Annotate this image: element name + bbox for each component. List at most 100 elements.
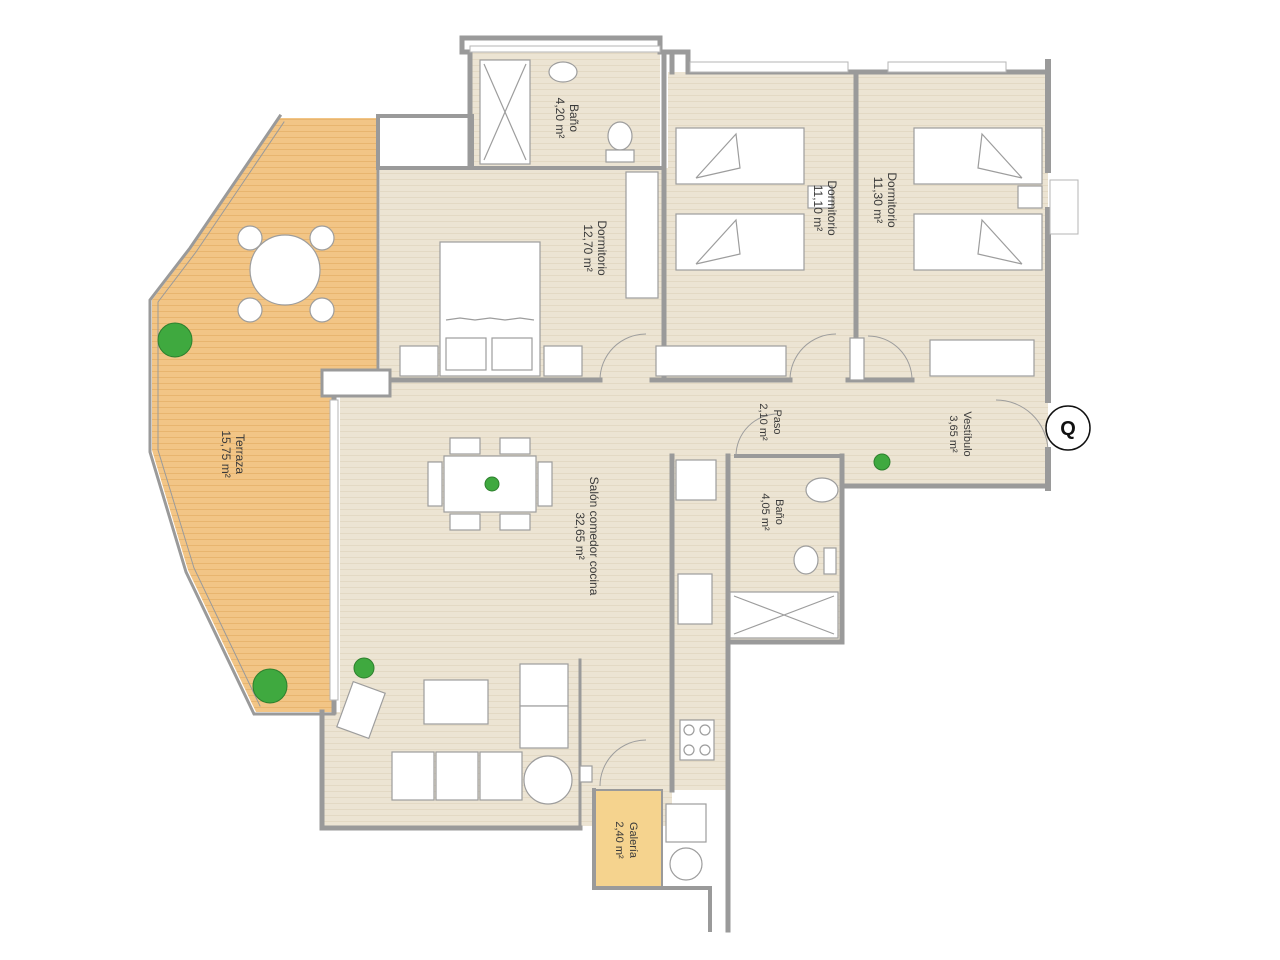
- windows: [329, 45, 1079, 701]
- burner-1: [683, 724, 695, 736]
- room-area: 3,65 m²: [947, 415, 959, 453]
- hall-floor: [340, 380, 1048, 456]
- plant-icon: [873, 453, 891, 471]
- furniture: [237, 59, 1043, 881]
- room-area: 15,75 m²: [219, 430, 233, 477]
- toilet-bath-2: [793, 545, 819, 575]
- window-living: [329, 399, 339, 701]
- nightstand-2: [807, 185, 833, 209]
- terrace-chair-3: [237, 297, 263, 323]
- coffee-table: [423, 679, 489, 725]
- terrace-wall: [148, 113, 336, 716]
- living-bottom-wall: [319, 709, 583, 831]
- plant-icon: [353, 657, 375, 679]
- ottoman: [523, 755, 573, 805]
- door-bedroom-2: [789, 333, 837, 381]
- dining-chair-2: [499, 437, 531, 455]
- pillow-right: [491, 337, 533, 371]
- plant-icon: [484, 476, 500, 492]
- toilet-tank-top: [605, 149, 635, 163]
- galeria-floor: [594, 790, 662, 886]
- toilet-tank-bath-2: [823, 547, 837, 575]
- room-area: 12,70 m²: [581, 224, 595, 271]
- vestibule-floor: [840, 456, 1048, 484]
- plants: [157, 322, 891, 704]
- window-bedroom-3: [887, 61, 1007, 73]
- label-bedroom-3: Dormitorio 11,30 m²: [871, 172, 899, 228]
- door-bath-2: [735, 413, 779, 457]
- entrance-symbol: Q: [1060, 418, 1076, 440]
- nightstand-left: [399, 345, 439, 377]
- room-area: 2,10 m²: [757, 403, 769, 441]
- sofa-seat-4: [435, 751, 479, 801]
- doors: [599, 333, 1049, 787]
- floor-areas: [152, 52, 1048, 886]
- room-name: Salón comedor cocina: [587, 477, 601, 596]
- room-name: Galería: [627, 822, 639, 859]
- window-bedroom-2: [689, 61, 849, 73]
- burner-2: [699, 724, 711, 736]
- bed-3a-fold: [977, 132, 1023, 179]
- single-bed-2a: [675, 127, 805, 185]
- single-bed-3a: [913, 127, 1043, 185]
- kitchen-sink: [677, 573, 713, 625]
- bed-2a-fold: [695, 132, 741, 179]
- sink-top: [548, 61, 578, 83]
- plant-icon: [157, 322, 193, 358]
- room-name: Paso: [771, 409, 783, 434]
- room-name: Vestíbulo: [961, 411, 973, 456]
- dining-chair-3: [449, 513, 481, 531]
- pillar-block: [320, 368, 392, 398]
- door-bedroom-3: [867, 335, 913, 381]
- nightstand-3: [1017, 185, 1043, 209]
- label-galeria: Galería 2,40 m²: [613, 821, 639, 859]
- desk-bedroom-3: [929, 339, 1035, 377]
- label-bedroom-1: Dormitorio 12,70 m²: [581, 220, 609, 276]
- room-area: 4,05 m²: [759, 493, 771, 531]
- terrace-chair-2: [309, 225, 335, 251]
- label-living: Salón comedor cocina 32,65 m²: [573, 477, 601, 596]
- galeria-wall: [592, 788, 712, 932]
- sofa-seat-5: [479, 751, 523, 801]
- sofa-seat-3: [391, 751, 435, 801]
- burner-4: [699, 744, 711, 756]
- closet-block: [376, 114, 474, 170]
- bed-2b-fold: [695, 218, 741, 265]
- dining-chair-4: [499, 513, 531, 531]
- burner-3: [683, 744, 695, 756]
- terrace-table: [249, 234, 321, 306]
- washing-machine: [669, 847, 703, 881]
- window-right: [1049, 179, 1079, 235]
- room-name: Dormitorio: [885, 172, 899, 228]
- terrace-chair-1: [237, 225, 263, 251]
- door-galeria: [599, 739, 647, 787]
- dining-chair-6: [537, 461, 553, 507]
- terrace-chair-4: [309, 297, 335, 323]
- label-vestibule: Vestíbulo 3,65 m²: [947, 411, 973, 456]
- room-labels: Baño 4,20 m² Dormitorio 12,70 m² Dormito…: [219, 98, 973, 859]
- single-bed-2b: [675, 213, 805, 271]
- fridge: [675, 459, 717, 501]
- lounge-chair: [336, 680, 386, 740]
- room-area: 11,10 m²: [811, 185, 825, 231]
- shower-top-hatch-2: [483, 63, 527, 161]
- dining-chair-1: [449, 437, 481, 455]
- plant-icon: [252, 668, 288, 704]
- terrace-wall-inner: [157, 121, 285, 707]
- room-name: Dormitorio: [595, 220, 609, 276]
- label-bath-2: Baño 4,05 m²: [759, 493, 785, 531]
- bed-3b-fold: [977, 218, 1023, 265]
- door-bedroom-1: [599, 333, 647, 381]
- single-bed-3b: [913, 213, 1043, 271]
- closet-bedroom-1: [625, 171, 659, 299]
- label-bedroom-2: Dormitorio 11,10 m²: [811, 180, 839, 236]
- bath-top-wall: [459, 35, 663, 169]
- label-paso: Paso 2,10 m²: [757, 403, 783, 441]
- room-name: Terraza: [233, 434, 247, 474]
- window-bath-top: [469, 45, 661, 53]
- room-area: 11,30 m²: [871, 177, 885, 223]
- meter-box: [579, 765, 593, 783]
- sofa-seat-1: [519, 663, 569, 707]
- room-name: Baño: [567, 104, 581, 132]
